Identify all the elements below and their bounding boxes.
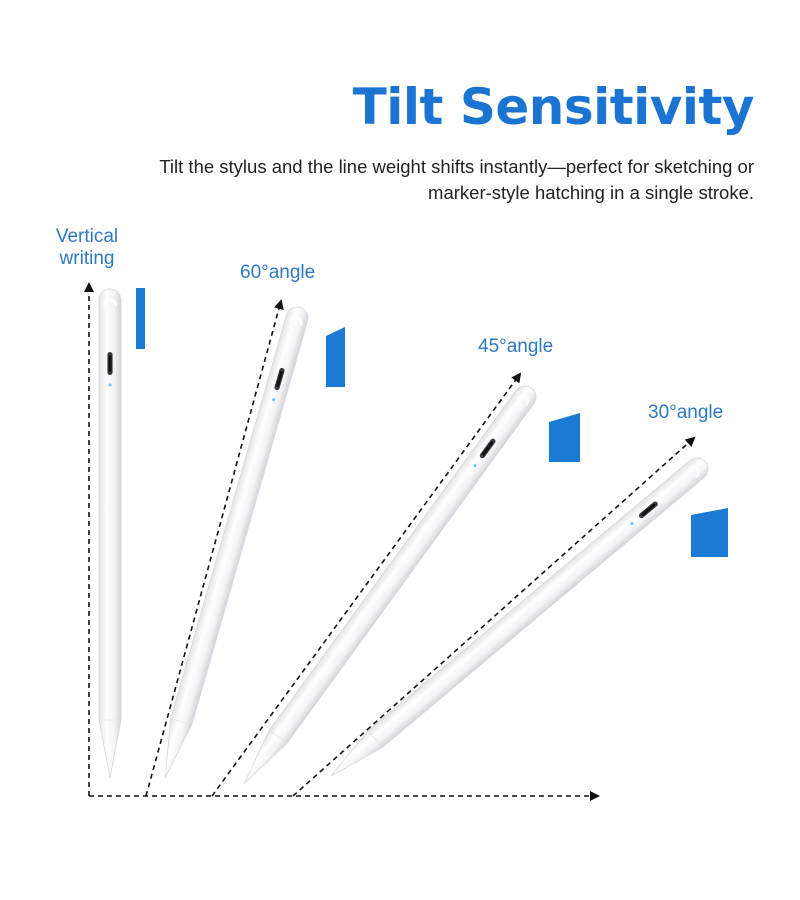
vertical-writing-label: Vertical writing [55,226,119,269]
angle-60-arrow [145,299,284,797]
stroke-sample-30 [691,508,728,557]
stylus-vertical [98,288,122,779]
angle-45-label: 45°angle [478,336,554,357]
stroke-sample-45 [549,413,580,462]
page-title: Tilt Sensitivity [352,78,755,136]
stroke-sample-vertical [136,288,145,349]
stylus-30 [322,452,714,786]
page-subtitle: Tilt the stylus and the line weight shif… [159,156,754,203]
stroke-sample-60 [326,327,345,387]
angle-30-label: 30°angle [648,402,724,423]
angle-45-arrow [211,372,522,797]
angle-60-label: 60°angle [240,262,316,283]
